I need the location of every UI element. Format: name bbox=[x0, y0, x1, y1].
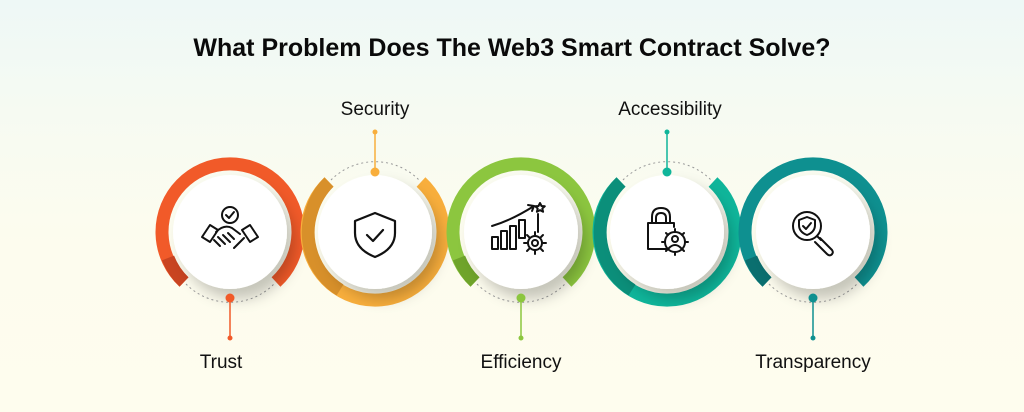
ring-trust bbox=[155, 157, 305, 287]
step-efficiency bbox=[446, 157, 596, 341]
growth-chart-gear-icon bbox=[491, 202, 547, 255]
ring-efficiency bbox=[446, 157, 596, 287]
step-transparency bbox=[738, 157, 888, 341]
label-transparency: Transparency bbox=[755, 352, 871, 373]
lock-user-gear-icon bbox=[647, 207, 689, 256]
magnifier-shield-icon bbox=[792, 211, 834, 257]
shield-check-icon bbox=[353, 211, 397, 259]
step-accessibility bbox=[592, 129, 742, 307]
label-trust: Trust bbox=[199, 352, 243, 373]
ring-transparency bbox=[738, 157, 888, 287]
step-trust bbox=[155, 157, 305, 341]
label-accessibility: Accessibility bbox=[618, 99, 722, 120]
label-efficiency: Efficiency bbox=[480, 352, 562, 373]
label-security: Security bbox=[340, 99, 410, 120]
handshake-check-icon bbox=[201, 206, 259, 249]
step-security bbox=[300, 129, 450, 307]
page-title: What Problem Does The Web3 Smart Contrac… bbox=[193, 34, 831, 62]
